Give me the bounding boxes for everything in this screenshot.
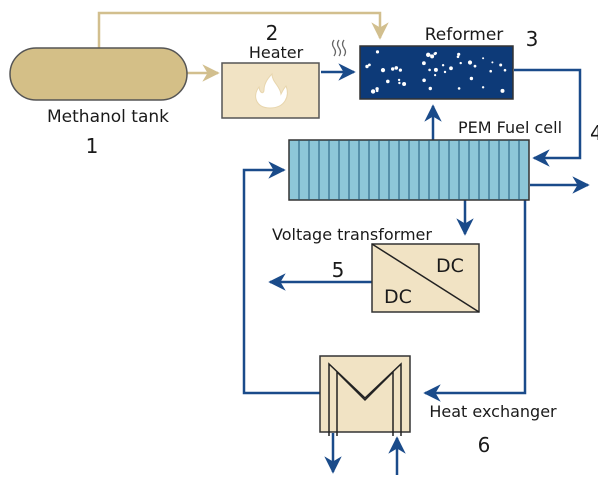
reformer-particle bbox=[422, 78, 426, 83]
reformer-particle bbox=[500, 88, 505, 93]
reformer-particle bbox=[503, 68, 507, 72]
reformer-number: 3 bbox=[526, 27, 539, 51]
reformer-particle bbox=[394, 66, 399, 70]
reformer-particle bbox=[456, 55, 460, 59]
reformer-particle bbox=[426, 52, 431, 57]
heater-number: 2 bbox=[266, 21, 279, 45]
reformer-particle bbox=[482, 57, 485, 60]
heat-exchanger-to-fuel-cell-line bbox=[242, 161, 320, 395]
reformer-box bbox=[359, 45, 514, 100]
methanol-tank bbox=[9, 47, 188, 101]
tank-to-reformer-line bbox=[97, 11, 389, 48]
reformer-particle bbox=[473, 64, 477, 68]
reformer-particle bbox=[457, 52, 461, 56]
voltage-transformer-label: Voltage transformer bbox=[272, 225, 432, 244]
methanol-tank-label: Methanol tank bbox=[47, 107, 169, 127]
reformer-particle bbox=[368, 63, 371, 67]
fuel-cell-label: PEM Fuel cell bbox=[458, 118, 562, 137]
methanol-tank-number: 1 bbox=[86, 134, 99, 158]
reformer-particles bbox=[365, 50, 507, 94]
reformer-particle bbox=[489, 69, 493, 73]
reformer-particle bbox=[428, 86, 432, 91]
heat-exchanger-coil-outer bbox=[328, 362, 402, 436]
reformer-particle bbox=[391, 67, 395, 71]
reformer-particle bbox=[402, 82, 407, 86]
flame-icon bbox=[255, 72, 288, 109]
reformer-particle bbox=[375, 89, 379, 93]
reformer-particle bbox=[457, 87, 461, 90]
heat-exchanger-label: Heat exchanger bbox=[429, 402, 557, 421]
reformer-particle bbox=[422, 61, 426, 66]
reformer-label: Reformer bbox=[425, 25, 504, 45]
reformer-particle bbox=[459, 61, 462, 65]
reformer-particle bbox=[398, 68, 402, 72]
reformer-to-fuel-cell-line bbox=[514, 68, 582, 167]
fuel-cell-to-heat-exchanger-line bbox=[423, 200, 527, 402]
reformer-particle bbox=[375, 50, 380, 54]
transformer-dc-top: DC bbox=[436, 255, 464, 277]
reformer-particle bbox=[433, 67, 438, 72]
fuel-cell-number: 4 bbox=[590, 121, 598, 145]
heat-exchanger-coil bbox=[336, 370, 394, 436]
heater-label: Heater bbox=[249, 43, 304, 62]
reformer-particle bbox=[441, 63, 445, 67]
reformer-particle bbox=[397, 78, 401, 82]
reformer-particle bbox=[430, 54, 435, 59]
transformer-diagonal bbox=[371, 243, 480, 313]
reformer-particle bbox=[370, 89, 376, 94]
reformer-particle bbox=[428, 68, 431, 72]
fuel-cell-plates bbox=[298, 140, 520, 200]
voltage-transformer-number: 5 bbox=[332, 258, 345, 282]
reformer-particle bbox=[434, 74, 437, 77]
reformer-particle bbox=[365, 64, 369, 69]
reformer-particle bbox=[386, 79, 390, 84]
reformer-particle bbox=[467, 60, 473, 65]
fuel-lines bbox=[97, 11, 389, 82]
reformer-particle bbox=[433, 52, 437, 56]
reformer-particle bbox=[481, 86, 485, 89]
reformer-particle bbox=[499, 63, 503, 67]
reformer-particle bbox=[443, 70, 447, 74]
reformer-particle bbox=[398, 81, 401, 85]
heat-waves-icon bbox=[331, 39, 347, 57]
reformer-particle bbox=[449, 66, 453, 71]
reformer-particle bbox=[491, 61, 494, 64]
heat-exchanger-number: 6 bbox=[478, 433, 491, 457]
transformer-dc-bottom: DC bbox=[384, 286, 412, 308]
reformer-particle bbox=[469, 76, 474, 81]
reformer-particle bbox=[380, 68, 386, 73]
reformer-particle bbox=[375, 87, 379, 91]
flow-lines bbox=[242, 63, 590, 475]
